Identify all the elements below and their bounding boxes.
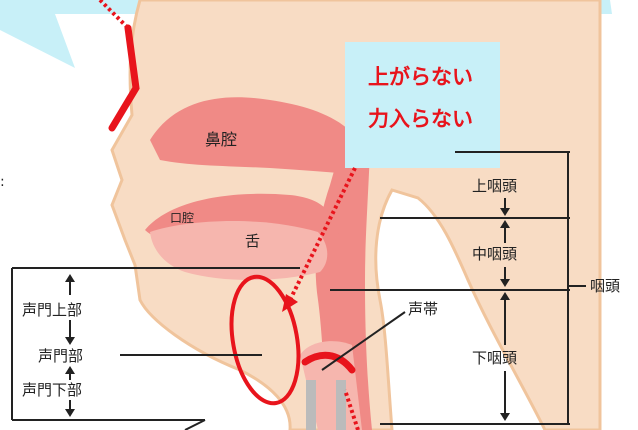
tongue-shape (150, 221, 328, 280)
upper-pharynx-label: 上咽頭 (472, 177, 517, 195)
trachea-ring-2 (336, 380, 346, 430)
tongue-label: 舌 (245, 232, 260, 250)
subglottic-label: 声門下部 (22, 381, 82, 399)
callout-line-1: 上がらない (368, 65, 473, 89)
supraglottic-label: 声門上部 (22, 301, 82, 319)
left-edge-fragment-1: : (0, 174, 5, 190)
pharynx-bracket (330, 151, 586, 425)
nasal-cavity-label: 鼻腔 (205, 130, 237, 149)
nose-highlight-stroke (108, 24, 140, 132)
bottom-dotted-arrow (343, 389, 360, 430)
pharynx-label: 咽頭 (590, 277, 620, 295)
vocal-cord-highlight-stroke (301, 351, 356, 374)
trachea-ring-1 (306, 380, 316, 430)
middle-pharynx-label: 中咽頭 (472, 245, 517, 263)
vocal-cord-leader (321, 311, 406, 371)
nasal-cavity-shape (150, 97, 362, 175)
oral-cavity-label: 口腔 (170, 210, 194, 225)
glottic-label: 声門部 (38, 347, 83, 365)
glottis-arrows (65, 274, 75, 417)
epiglottis-highlight-circle (229, 274, 301, 406)
pharynx-arrows (500, 198, 510, 421)
lower-pharynx-label: 下咽頭 (472, 349, 517, 367)
top-dotted-arrow (98, 0, 130, 30)
callout-box (345, 42, 500, 168)
glottis-bracket (11, 267, 300, 430)
callout-dotted-arrow (288, 167, 357, 301)
vocal-cord-label: 声帯 (408, 300, 438, 318)
callout-line-2: 力入らない (368, 107, 473, 131)
